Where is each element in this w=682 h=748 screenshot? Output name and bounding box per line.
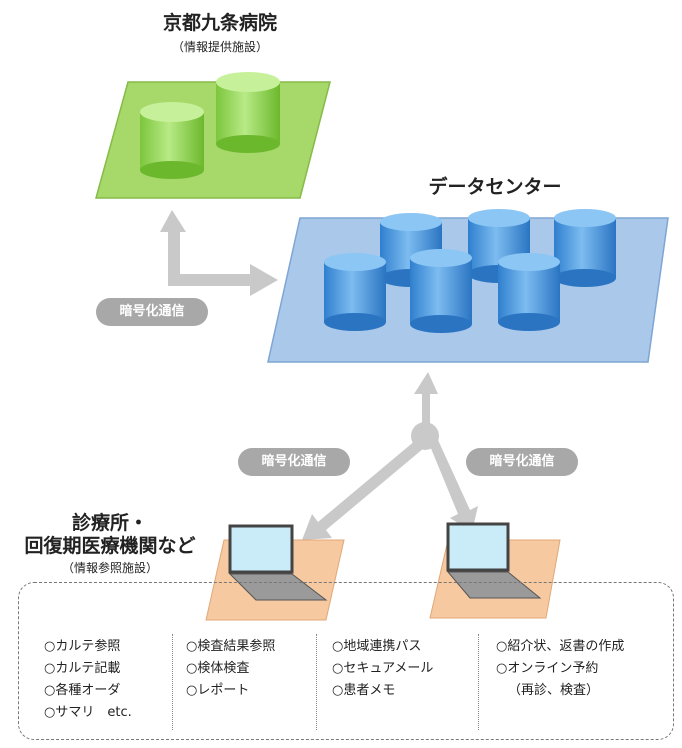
feature-column-2: ○検査結果参照 ○検体検査 ○レポート — [186, 636, 275, 702]
column-divider — [478, 634, 479, 730]
arrow-hospital-datacenter — [160, 210, 278, 296]
feature-item: ○各種オーダ — [44, 683, 121, 698]
feature-item: ○サマリ etc. — [44, 705, 132, 720]
hospital-subtitle: （情報提供施設） — [171, 40, 268, 54]
feature-item: （再診、検査） — [508, 683, 600, 698]
feature-item: ○検体検査 — [186, 661, 250, 676]
feature-item: ○カルテ参照 — [44, 639, 121, 654]
column-divider — [316, 634, 317, 730]
encrypted-badge-bottom-right: 暗号化通信 — [466, 448, 578, 476]
feature-item: ○紹介状、返書の作成 — [496, 639, 625, 654]
clinic-title-line1: 診療所・ — [71, 512, 148, 534]
hospital-database-icon — [140, 102, 204, 179]
feature-item: ○セキュアメール — [332, 661, 434, 676]
encrypted-badge-bottom-left: 暗号化通信 — [238, 448, 350, 476]
clinic-subtitle: （情報参照施設） — [61, 561, 158, 575]
feature-item: ○カルテ記載 — [44, 661, 121, 676]
arrow-datacenter-clinics — [302, 372, 478, 540]
column-divider — [172, 634, 173, 730]
feature-item: ○レポート — [186, 683, 250, 698]
feature-item: ○患者メモ — [332, 683, 396, 698]
clinic-laptop-right — [429, 522, 561, 619]
clinic-title-line2: 回復期医療機関など — [24, 535, 196, 557]
feature-column-1: ○カルテ参照 ○カルテ記載 ○各種オーダ ○サマリ etc. — [44, 636, 132, 724]
encrypted-badge-top: 暗号化通信 — [96, 298, 208, 326]
datacenter-title: データセンター — [428, 176, 562, 198]
feature-item: ○オンライン予約 — [496, 661, 599, 676]
feature-list-box — [18, 582, 674, 740]
feature-column-3: ○地域連携パス ○セキュアメール ○患者メモ — [332, 636, 433, 702]
feature-column-4: ○紹介状、返書の作成 ○オンライン予約 （再診、検査） — [496, 636, 624, 702]
hospital-platform — [95, 81, 331, 199]
hospital-title: 京都九条病院 — [162, 12, 277, 34]
hospital-database-icon-2 — [216, 72, 280, 153]
feature-item: ○地域連携パス — [332, 639, 422, 654]
feature-item: ○検査結果参照 — [186, 639, 276, 654]
clinic-laptop-left — [205, 524, 345, 621]
datacenter-database-icon — [324, 209, 616, 333]
